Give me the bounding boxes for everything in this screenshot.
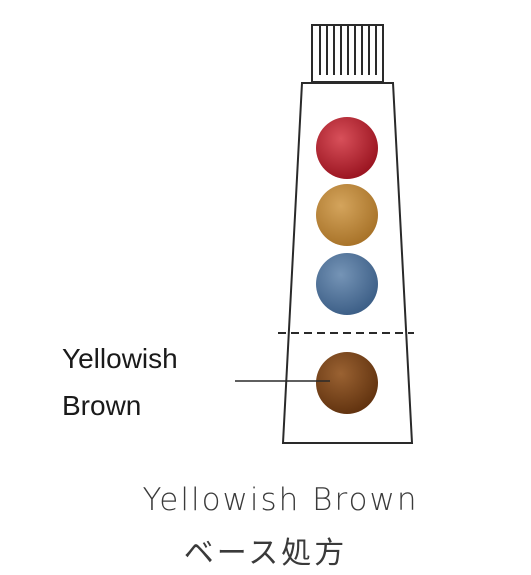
callout-label-line1: Yellowish — [62, 343, 178, 375]
callout-label-line2: Brown — [62, 390, 141, 422]
tube-cap — [312, 25, 383, 82]
caption-title: Yellowish Brown — [30, 482, 531, 518]
red-swatch — [316, 117, 378, 179]
brown-swatch — [316, 352, 378, 414]
ochre-swatch — [316, 184, 378, 246]
blue-swatch — [316, 253, 378, 315]
caption-subtitle: ベース処方 — [0, 528, 531, 572]
